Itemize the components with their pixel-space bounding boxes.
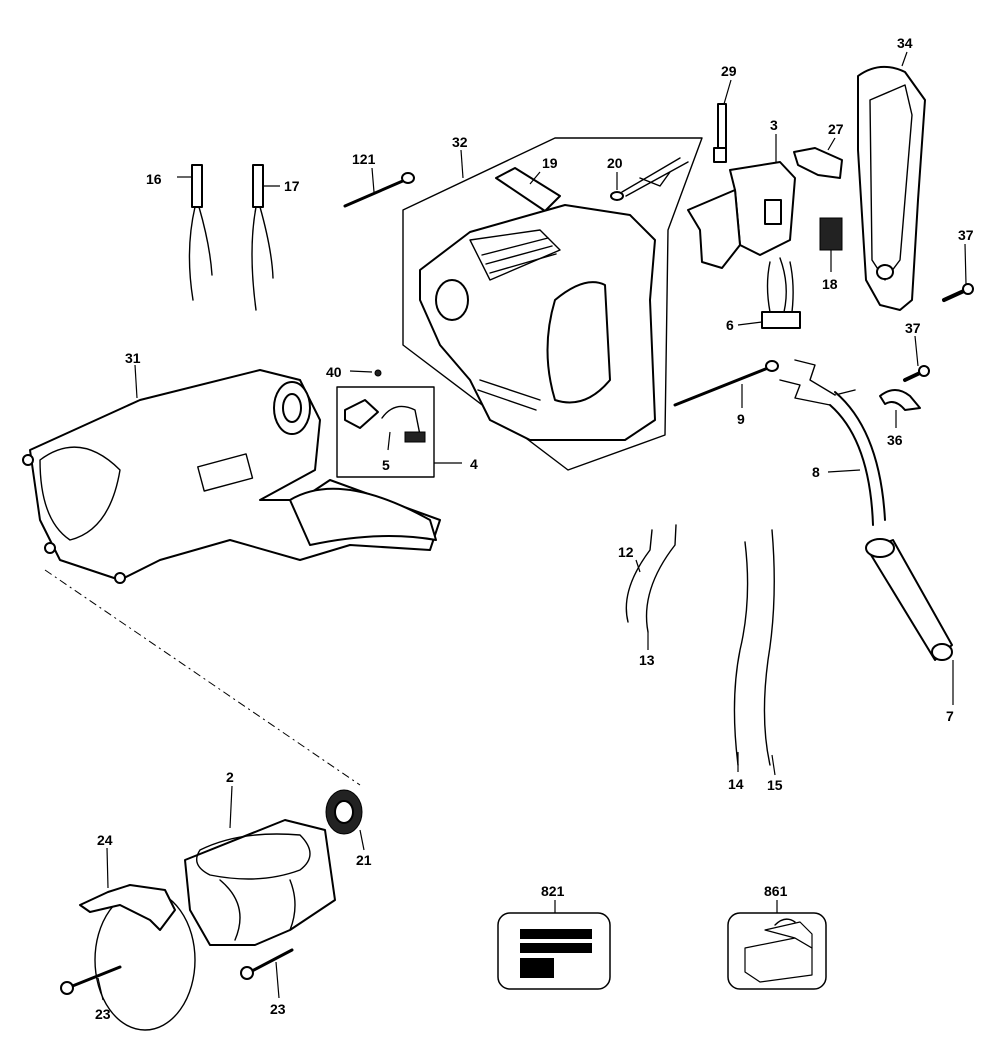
callout-5: 5 [382,457,390,473]
switch-3 [687,134,796,269]
wires-14-15 [733,529,776,776]
brush-clip-20 [610,157,689,201]
callout-2: 2 [226,769,234,785]
wires-12-13 [625,524,677,650]
callout-32: 32 [452,134,468,150]
callout-23-right: 23 [270,1001,286,1017]
callout-29: 29 [721,63,737,79]
callout-20: 20 [607,155,623,171]
switch-lever-27 [793,137,843,179]
handle-cover-34 [857,51,926,311]
callout-37-lower: 37 [905,320,921,336]
callout-12: 12 [618,544,634,560]
callout-23-left: 23 [95,1006,111,1022]
switch-pin-29 [713,79,732,163]
assembly-line [44,569,361,786]
brush-holder-6 [737,257,801,329]
screw-37-top [942,243,974,302]
callout-4: 4 [470,456,478,472]
power-cable-8 [779,359,886,526]
callout-8: 8 [812,464,820,480]
cable-clamp-36 [879,389,921,428]
field-2 [184,785,336,946]
callout-121: 121 [352,151,376,167]
callout-19: 19 [542,155,558,171]
callout-14: 14 [728,776,744,792]
callout-821: 821 [541,883,565,899]
gear-housing-31 [22,364,441,584]
callout-3: 3 [770,117,778,133]
screw-9 [673,360,779,408]
housing-half-32 [419,204,656,441]
callout-13: 13 [639,652,655,668]
label-kit-821 [497,900,611,990]
screw-37-lower [903,335,930,382]
callout-7: 7 [946,708,954,724]
callout-18: 18 [822,276,838,292]
callout-15: 15 [767,777,783,793]
name-plate-19 [495,167,561,212]
callout-34: 34 [897,35,913,51]
brush-lead-17 [251,164,280,311]
callout-40: 40 [326,364,342,380]
housing-group-outline [402,137,703,471]
callout-21: 21 [356,852,372,868]
baffle-24 [79,847,196,1031]
callout-16: 16 [146,171,162,187]
screw-121 [343,167,415,208]
cable-sleeve-7 [865,538,954,705]
brush-lead-16 [177,164,213,301]
brush-kit-4 [336,386,462,478]
callout-6: 6 [726,317,734,333]
callout-36: 36 [887,432,903,448]
screw-23-right [240,948,294,999]
callout-861: 861 [764,883,788,899]
callout-27: 27 [828,121,844,137]
suppressor-18 [819,217,843,272]
small-screw-40 [349,369,382,377]
bearing-21 [325,789,365,851]
screw-23-left [60,965,122,1001]
carry-case-861 [727,900,827,990]
callout-17: 17 [284,178,300,194]
callout-24: 24 [97,832,113,848]
callout-9: 9 [737,411,745,427]
callout-31: 31 [125,350,141,366]
callout-37-top: 37 [958,227,974,243]
